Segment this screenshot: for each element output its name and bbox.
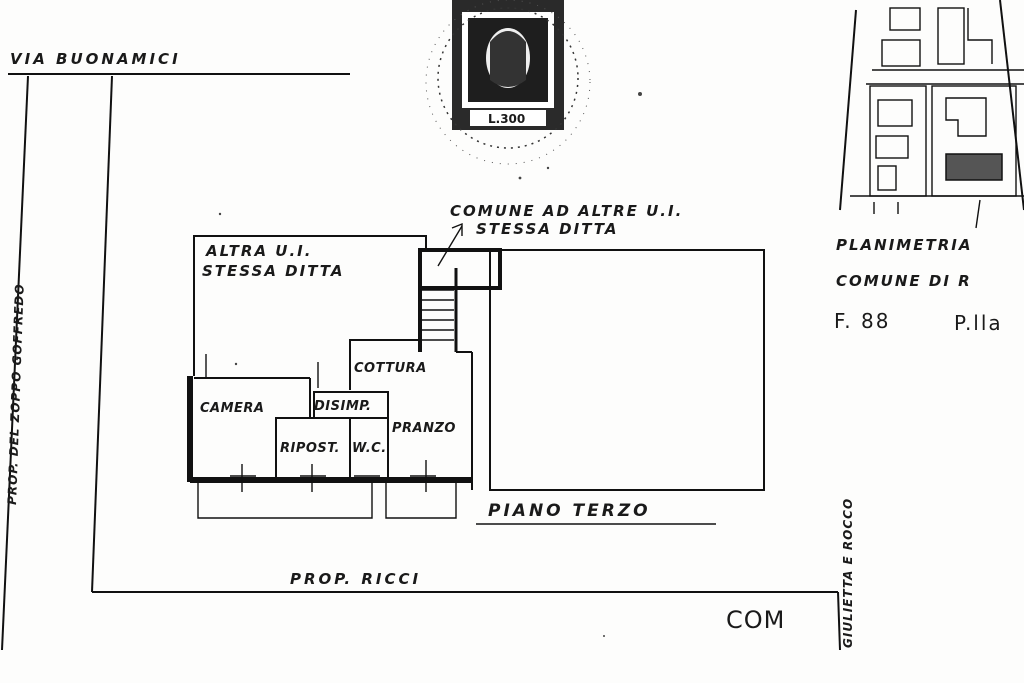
street-label-via-buonamici: VIA BUONAMICI (10, 50, 181, 68)
signature-initials: COM (726, 606, 785, 634)
site-plan-map (839, 0, 1024, 229)
boundary-lines (1, 73, 841, 651)
site-plan-title: PLANIMETRIA (836, 236, 972, 254)
label-altra-ui: ALTRA U.I. (205, 242, 312, 260)
property-label-left: PROP. DEL ZOPPO GOFFREDO (5, 283, 27, 505)
stair-treads (422, 289, 454, 341)
property-label-ricci: PROP. RICCI (290, 570, 421, 588)
room-label-disimp: DISIMP. (314, 399, 371, 414)
room-label-camera: CAMERA (200, 401, 265, 416)
window-marks (205, 354, 436, 492)
revenue-stamp: L.300 (425, 0, 591, 165)
property-label-right: GIULIETTA E ROCCO (841, 498, 855, 648)
floor-label: PIANO TERZO (488, 501, 651, 521)
site-plan-comune: COMUNE DI R (836, 272, 972, 290)
room-label-cottura: COTTURA (354, 361, 427, 376)
label-comune-stessa-ditta: STESSA DITTA (476, 220, 618, 238)
site-plan-particella: P.lla (954, 311, 1003, 335)
site-plan-foglio: F. 88 (834, 309, 890, 333)
room-label-ripost: RIPOST. (280, 441, 340, 456)
arrow-icon (437, 222, 463, 267)
stamp-value: L.300 (488, 112, 525, 126)
scan-speckles (218, 92, 642, 637)
label-stessa-ditta: STESSA DITTA (202, 262, 344, 280)
building-outline (187, 235, 765, 519)
label-comune-altre-ui: COMUNE AD ALTRE U.I. (450, 202, 683, 220)
room-label-pranzo: PRANZO (392, 421, 456, 436)
room-label-wc: W.C. (352, 441, 387, 456)
